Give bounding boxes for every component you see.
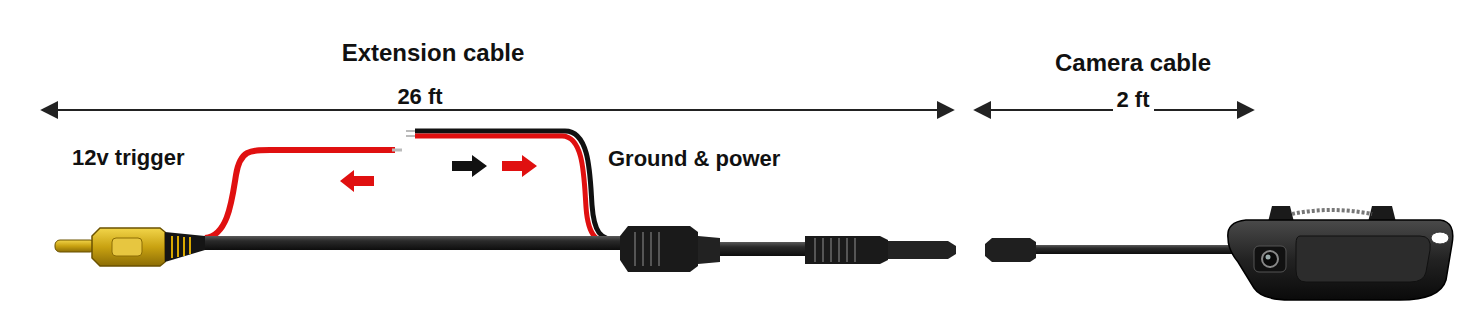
dimension-label: 26 ft	[393, 85, 446, 109]
wire-tip	[406, 130, 415, 132]
power-wire	[415, 136, 618, 244]
wire-tip	[392, 149, 402, 152]
connector-plug	[888, 241, 956, 259]
splitter-ridges	[635, 232, 659, 266]
rca-ridges	[172, 236, 190, 258]
dimension-label: 2 ft	[1113, 88, 1154, 112]
extension-cable	[720, 242, 805, 256]
camera-connector	[985, 238, 1036, 262]
direction-arrow	[340, 170, 374, 192]
connector-body	[805, 236, 888, 264]
rca-window	[112, 238, 142, 256]
splitter-block	[620, 226, 698, 272]
wire-tip	[406, 135, 415, 137]
dimension-line	[42, 109, 953, 111]
rca-boot	[165, 232, 205, 262]
rca-body	[92, 228, 165, 266]
direction-arrow	[502, 155, 537, 177]
direction-arrow	[452, 155, 487, 177]
splitter-taper	[698, 236, 720, 264]
camera-handle	[1228, 206, 1453, 300]
section-title: Camera cable	[1055, 50, 1211, 76]
connector-ridges	[815, 238, 855, 262]
trigger-wire	[205, 150, 395, 238]
extension-cable	[205, 236, 625, 250]
wire-label: 12v trigger	[72, 146, 185, 170]
rca-pin	[55, 240, 95, 252]
wire-label: Ground & power	[608, 147, 780, 171]
section-title: Extension cable	[342, 40, 525, 66]
camera-cable	[1036, 245, 1236, 254]
